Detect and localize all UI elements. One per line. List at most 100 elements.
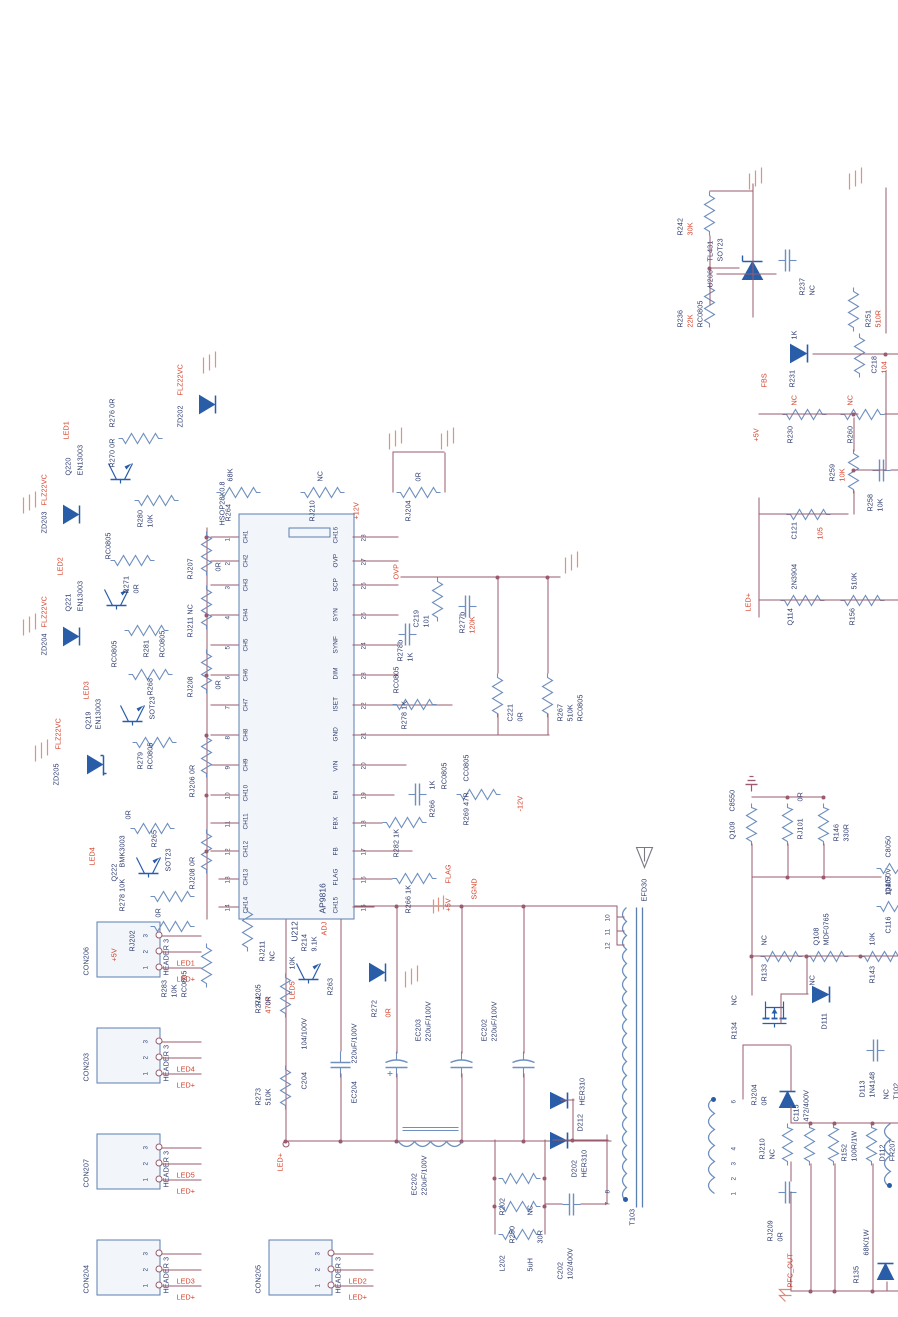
diode-d202 bbox=[549, 1131, 568, 1149]
val-r152: NC bbox=[767, 1148, 776, 1159]
wire bbox=[616, 916, 624, 917]
val-r143: NC bbox=[759, 934, 768, 945]
wire bbox=[547, 713, 548, 735]
pin-name: CH4 bbox=[242, 607, 249, 621]
capacitor-c202 bbox=[562, 1193, 580, 1215]
wire bbox=[218, 878, 238, 879]
net-label-led-plus: LED+ bbox=[176, 1186, 195, 1195]
wire bbox=[572, 1098, 573, 1140]
pin-name: GND bbox=[332, 726, 339, 741]
wire bbox=[210, 794, 238, 795]
ref-rj207: RJ207 bbox=[185, 557, 194, 579]
val-r267: 0R bbox=[515, 711, 524, 721]
val-c219: 1K bbox=[405, 652, 414, 661]
wire bbox=[161, 1057, 201, 1058]
ref-r272: RJ211 bbox=[257, 940, 266, 961]
capacitor-c220 bbox=[778, 249, 796, 271]
wire bbox=[709, 267, 739, 268]
junction bbox=[870, 1289, 874, 1293]
junction bbox=[883, 352, 887, 356]
val-r250: 5uH bbox=[525, 1257, 534, 1272]
transistor-q219 bbox=[119, 704, 145, 725]
wire bbox=[885, 187, 886, 333]
val-l202: 220uF/100V bbox=[419, 1154, 428, 1195]
wire bbox=[210, 560, 238, 561]
val-c218: 10K bbox=[875, 497, 884, 511]
wire bbox=[616, 930, 624, 931]
net-label-5v-2: +5V bbox=[443, 897, 452, 911]
resistor-rj202 bbox=[150, 919, 194, 933]
pkg-r262: RC0805 bbox=[695, 300, 704, 327]
val-r202: 30R bbox=[535, 1229, 544, 1244]
pin-number: 8 bbox=[604, 1189, 611, 1193]
pin-number: 1 bbox=[730, 1191, 737, 1195]
capacitor-c218 bbox=[872, 459, 890, 481]
ref-r146: Q107 bbox=[883, 875, 892, 893]
resistor-r236 bbox=[840, 407, 884, 421]
resistor-rj207 bbox=[199, 531, 213, 575]
wire bbox=[751, 955, 898, 956]
ref-r214: R214 bbox=[299, 933, 308, 951]
val-r258: 510K bbox=[849, 571, 858, 589]
wire bbox=[210, 584, 238, 585]
val-rj210: NC bbox=[315, 470, 324, 481]
wire bbox=[606, 1134, 607, 1204]
val-ec204: 220uF/100V bbox=[349, 1022, 358, 1063]
ref-r149: R146 bbox=[831, 823, 840, 841]
resistor-r279 bbox=[132, 735, 176, 749]
net-label-adj: ADJ bbox=[319, 921, 328, 935]
resistor-r141 bbox=[860, 949, 898, 963]
zener-zd203 bbox=[62, 504, 80, 524]
earth-symbol bbox=[22, 491, 36, 513]
val-c221: 120K bbox=[467, 615, 476, 633]
pkg-r283: RC0805 bbox=[179, 970, 188, 997]
capacitor-c115 bbox=[778, 1181, 796, 1203]
pin-number: 1 bbox=[142, 1177, 149, 1181]
resistor-r264 bbox=[540, 673, 554, 717]
wire bbox=[780, 993, 781, 1023]
transistor-q222 bbox=[135, 856, 161, 877]
ref-l202: EC202 bbox=[409, 1172, 418, 1195]
val-c222: 1K bbox=[427, 780, 436, 789]
wire bbox=[790, 1290, 898, 1291]
ref-r143: R133 bbox=[759, 963, 768, 981]
wire bbox=[161, 1269, 201, 1270]
pin-number: 4 bbox=[730, 1146, 737, 1150]
val-r134: 100R/1W bbox=[849, 1130, 858, 1161]
resistor-r151 bbox=[744, 803, 758, 845]
ref-r259: Q114 bbox=[785, 607, 794, 625]
connector-body-con205 bbox=[268, 1239, 332, 1295]
resistor-r278b bbox=[392, 697, 436, 711]
resistor-r270 bbox=[118, 431, 162, 445]
net-arrow-pfc-out bbox=[777, 1288, 791, 1302]
junction bbox=[204, 793, 208, 797]
wire bbox=[210, 734, 238, 735]
wire bbox=[494, 1139, 495, 1234]
pkg-r269: CC0805 bbox=[461, 754, 470, 781]
connector-pad bbox=[155, 1037, 162, 1044]
earth-symbol bbox=[440, 427, 454, 449]
junction bbox=[394, 1139, 398, 1143]
val-r236: NC bbox=[845, 394, 854, 405]
junction bbox=[832, 1289, 836, 1293]
diode-d205 bbox=[789, 343, 808, 363]
wire bbox=[161, 1253, 201, 1254]
ref-r262: R236 bbox=[675, 309, 684, 327]
pin-number: 2 bbox=[142, 1161, 149, 1165]
zener-zd206 bbox=[368, 962, 386, 982]
connector-pad bbox=[155, 1143, 162, 1150]
resistor-r268 bbox=[128, 667, 172, 681]
net-label-led2: LED2 bbox=[348, 1276, 367, 1285]
pin-number: 3 bbox=[142, 933, 149, 937]
resistor-r277b bbox=[430, 577, 444, 621]
transformer-t103 bbox=[621, 906, 643, 1207]
ref-r276: R276 0R bbox=[107, 397, 116, 427]
junction bbox=[870, 1121, 874, 1125]
resistor-r262 bbox=[702, 283, 716, 327]
ref-rj211: RJ211 NC bbox=[185, 603, 194, 637]
wire bbox=[340, 1073, 341, 1141]
val-r273: 510K bbox=[263, 1087, 272, 1105]
ref-d212: D212 bbox=[575, 1113, 584, 1131]
